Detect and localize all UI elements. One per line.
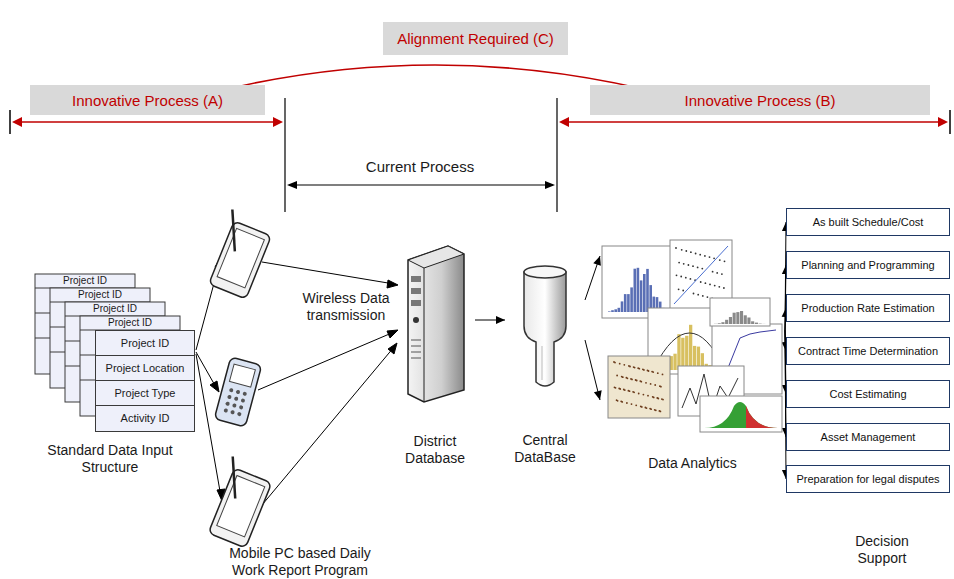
node-text: Preparation for legal disputes: [796, 473, 939, 485]
node-text: Innovative Process (A): [72, 92, 223, 109]
decision-box: Planning and Programming: [786, 251, 950, 279]
central-database-icon: [520, 262, 570, 392]
arrow-head: [594, 390, 602, 400]
node-text: Alignment Required (C): [397, 30, 554, 47]
node-text: Contract Time Determination: [798, 345, 938, 357]
decision-box: Preparation for legal disputes: [786, 465, 950, 493]
connector: [585, 340, 600, 400]
arrow-head: [593, 256, 601, 266]
connector: [585, 256, 600, 300]
stage-label: Mobile PC based Daily Work Report Progra…: [212, 545, 388, 579]
node-text: As built Schedule/Cost: [813, 216, 924, 228]
district-database: District Database: [395, 240, 475, 467]
node-text: Asset Management: [821, 431, 916, 443]
stage-label: Standard Data Input Structure: [45, 442, 175, 476]
data-input-card: Project IDProject LocationProject TypeAc…: [95, 330, 195, 432]
process-band: Alignment Required (C): [383, 22, 568, 55]
node-label: Central DataBase: [505, 432, 585, 466]
decision-box: Contract Time Determination: [786, 337, 950, 365]
field-name: Project ID: [80, 316, 180, 330]
decision-box: Asset Management: [786, 423, 950, 451]
field-name: Project ID: [35, 274, 135, 288]
field-name: Project Type: [96, 381, 194, 406]
decision-box: As built Schedule/Cost: [786, 208, 950, 236]
process-label: Current Process: [340, 158, 500, 175]
field-name: Project ID: [96, 331, 194, 356]
node-label: District Database: [395, 433, 475, 467]
decision-box: Cost Estimating: [786, 380, 950, 408]
node-text: Planning and Programming: [801, 259, 934, 271]
data-analytics: Data Analytics: [600, 238, 785, 472]
stage-label: Decision Support: [836, 533, 928, 567]
process-band: Innovative Process (A): [30, 85, 265, 115]
field-name: Project ID: [65, 302, 165, 316]
node-text: Innovative Process (B): [685, 92, 836, 109]
field-name: Project ID: [50, 288, 150, 302]
field-name: Project Location: [96, 356, 194, 381]
process-band: Innovative Process (B): [590, 85, 930, 115]
arrow-head: [496, 316, 505, 324]
node-text: Cost Estimating: [829, 388, 906, 400]
analytics-charts: [600, 238, 785, 433]
field-name: Activity ID: [96, 406, 194, 431]
node-label: Data Analytics: [600, 455, 785, 472]
decision-box: Production Rate Estimation: [786, 294, 950, 322]
node-text: Production Rate Estimation: [801, 302, 934, 314]
flow-label: Wireless Data transmission: [298, 290, 394, 324]
central-database: Central DataBase: [505, 262, 585, 466]
server-icon: [400, 240, 470, 405]
